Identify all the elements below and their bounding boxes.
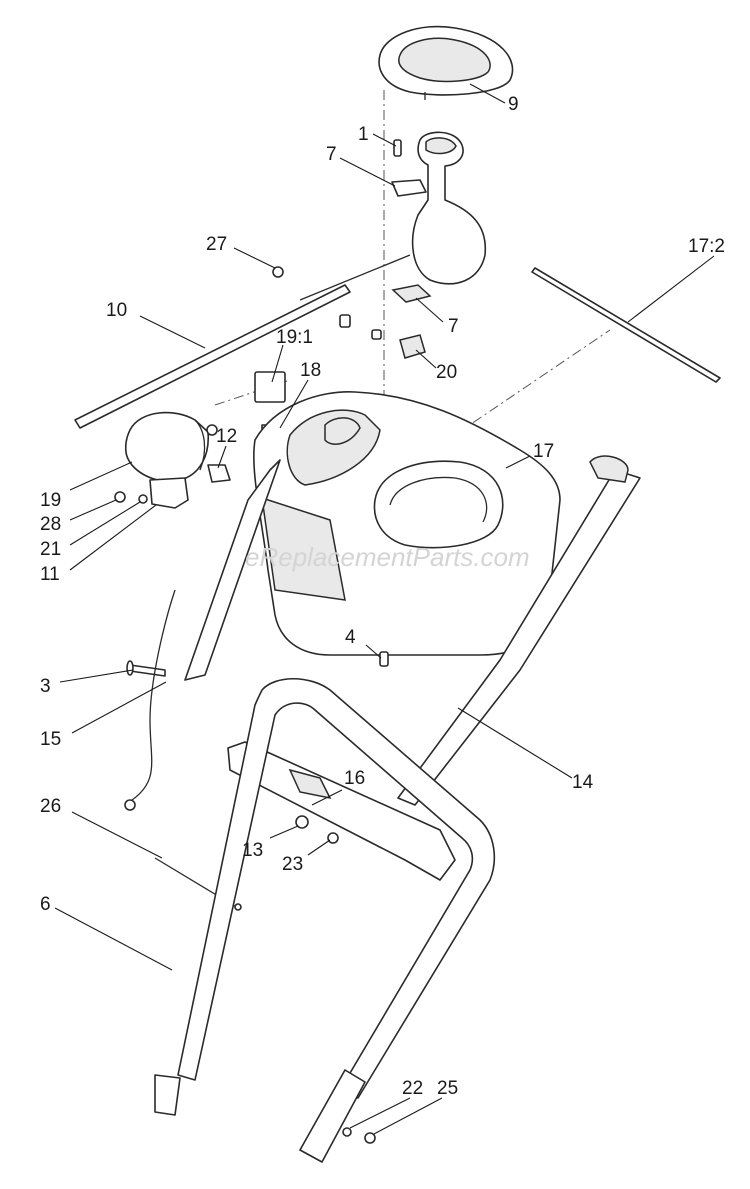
callout-3: 3 — [40, 676, 51, 697]
part-25-bolt — [364, 1132, 376, 1144]
callout-21: 21 — [40, 539, 61, 560]
part-7-clip-upper — [391, 179, 427, 197]
callout-1: 1 — [358, 124, 369, 145]
part-22-washer — [342, 1127, 352, 1137]
part-9-bezel — [378, 25, 514, 100]
callout-7-lower: 7 — [448, 316, 459, 337]
callout-12: 12 — [216, 426, 237, 447]
callout-28: 28 — [40, 514, 61, 535]
part-13-washer — [295, 815, 309, 829]
callout-17-2: 17:2 — [688, 236, 725, 257]
chute-control-knob — [411, 131, 487, 285]
callout-11: 11 — [40, 564, 60, 585]
callout-9: 9 — [508, 94, 519, 115]
callout-14: 14 — [572, 772, 594, 793]
callout-27: 27 — [206, 234, 227, 255]
part-3-bolt — [126, 660, 166, 677]
callout-4: 4 — [345, 627, 356, 648]
callout-15: 15 — [40, 729, 61, 750]
callout-6: 6 — [40, 894, 51, 915]
callout-22: 22 — [402, 1078, 423, 1099]
callout-19-1: 19:1 — [276, 327, 313, 348]
part-6-lower-handle — [154, 678, 496, 1163]
callout-10: 10 — [106, 300, 127, 321]
part-19-1-socket — [254, 371, 286, 403]
callout-23: 23 — [282, 854, 303, 875]
callout-18: 18 — [300, 360, 321, 381]
callout-17: 17 — [533, 441, 554, 462]
part-7-clip-lower — [391, 284, 432, 303]
part-12-bracket — [207, 464, 231, 483]
leader-lines — [54, 83, 715, 1135]
part-1-screw — [393, 139, 402, 157]
part-27-nut — [272, 266, 284, 278]
part-17-dash-panel — [253, 391, 561, 656]
part-21-nut — [138, 494, 148, 504]
part-11-mount — [149, 477, 189, 509]
callout-25: 25 — [437, 1078, 458, 1099]
callout-13: 13 — [242, 840, 263, 861]
watermark: eReplacementParts.com — [245, 542, 530, 572]
part-19-headlight — [124, 411, 218, 483]
part-23-nut — [327, 832, 339, 844]
callout-7-upper: 7 — [326, 144, 337, 165]
part-28-washer — [114, 491, 126, 503]
part-15-cable — [124, 589, 176, 811]
part-4-bolt — [379, 651, 389, 667]
callout-20: 20 — [436, 362, 457, 383]
part-17-2-decal — [531, 267, 721, 383]
callout-26: 26 — [40, 796, 61, 817]
part-10-rod — [74, 254, 411, 429]
callout-19: 19 — [40, 490, 61, 511]
callout-16: 16 — [344, 768, 365, 789]
part-14-upper-handle — [184, 455, 641, 806]
